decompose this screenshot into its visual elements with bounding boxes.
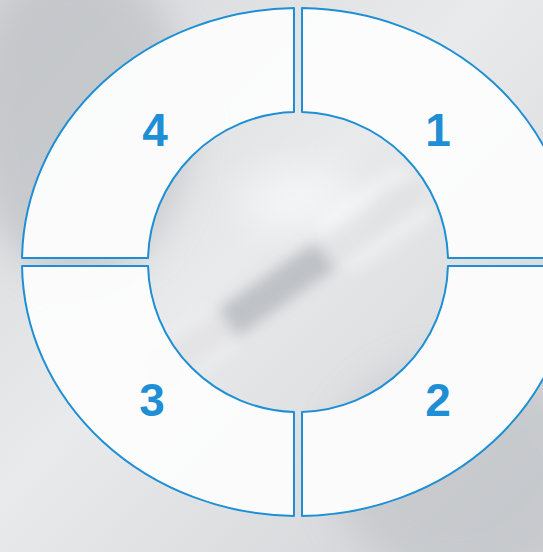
ring-segment: 2 [302,266,543,516]
segment-outline [302,8,543,258]
step-number: 4 [142,107,168,153]
segment-shape [302,266,543,516]
ring-segment: 3 [22,266,294,516]
segment-shape [302,8,543,258]
segment-shape [22,8,294,258]
segment-outline [302,266,543,516]
segment-shape [22,266,294,516]
step-number: 2 [425,377,451,423]
step-number: 3 [139,377,165,423]
step-number: 1 [425,107,451,153]
ring-segment: 4 [22,8,294,258]
ring-segment: 1 [302,8,543,258]
